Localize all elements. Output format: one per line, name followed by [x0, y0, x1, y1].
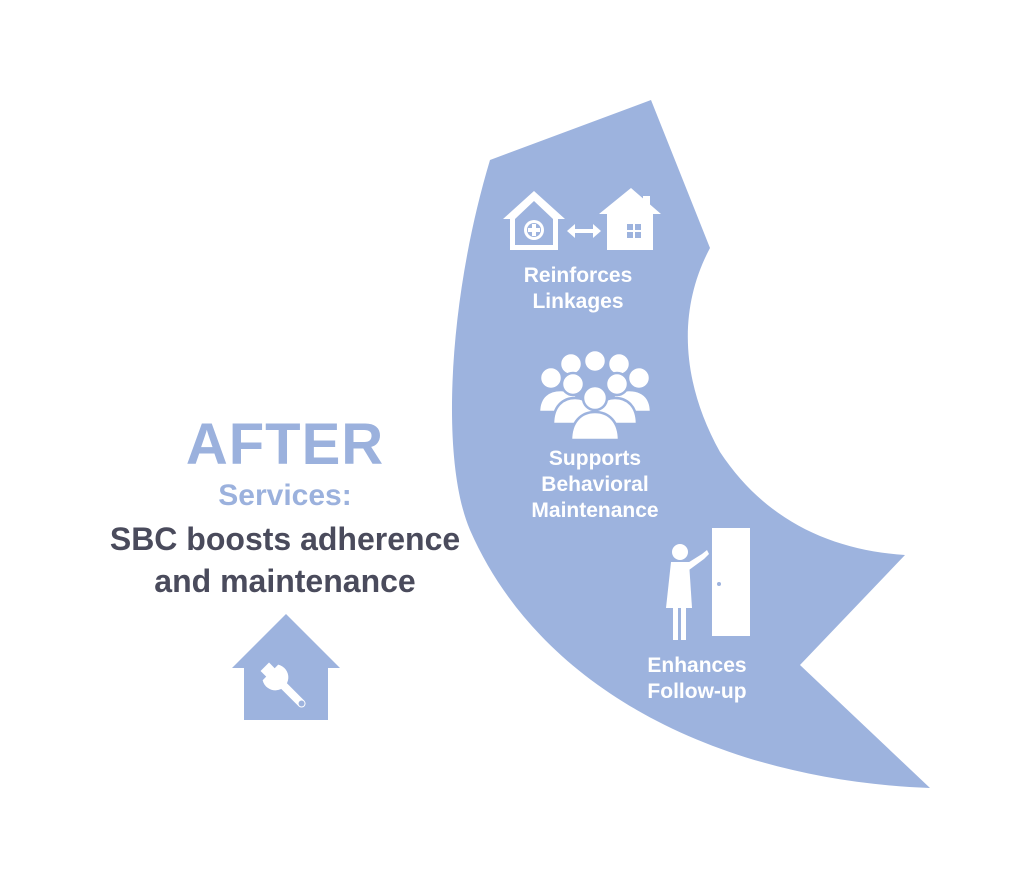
- headline: SBC boosts adherence and maintenance: [85, 518, 485, 602]
- stage-1-line-2: Linkages: [532, 290, 624, 313]
- stage-3-line-2: Follow-up: [647, 680, 747, 703]
- left-panel: AFTER Services: SBC boosts adherence and…: [85, 412, 485, 602]
- stage-3-line-1: Enhances: [647, 654, 747, 677]
- stage-label-enhances-follow-up: Enhances Follow-up: [632, 653, 762, 705]
- woman-at-door-icon: [666, 528, 750, 640]
- stage-2-line-1: Supports: [548, 447, 642, 470]
- stage-2-line-2: Behavioral: [541, 473, 649, 496]
- stage-2-line-3: Maintenance: [531, 499, 659, 522]
- after-title: AFTER: [185, 412, 385, 477]
- group-of-people-icon: [537, 350, 653, 440]
- clinic-to-home-icon: [503, 188, 661, 250]
- stage-label-supports-behavioral-maintenance: Supports Behavioral Maintenance: [510, 446, 680, 524]
- stage-label-reinforces-linkages: Reinforces Linkages: [498, 263, 658, 315]
- headline-line-1: SBC boosts adherence: [109, 521, 461, 557]
- stage-1-line-1: Reinforces: [523, 264, 633, 287]
- headline-line-2: and maintenance: [154, 563, 416, 599]
- house-wrench-icon: [232, 614, 340, 720]
- services-label: Services:: [218, 479, 352, 512]
